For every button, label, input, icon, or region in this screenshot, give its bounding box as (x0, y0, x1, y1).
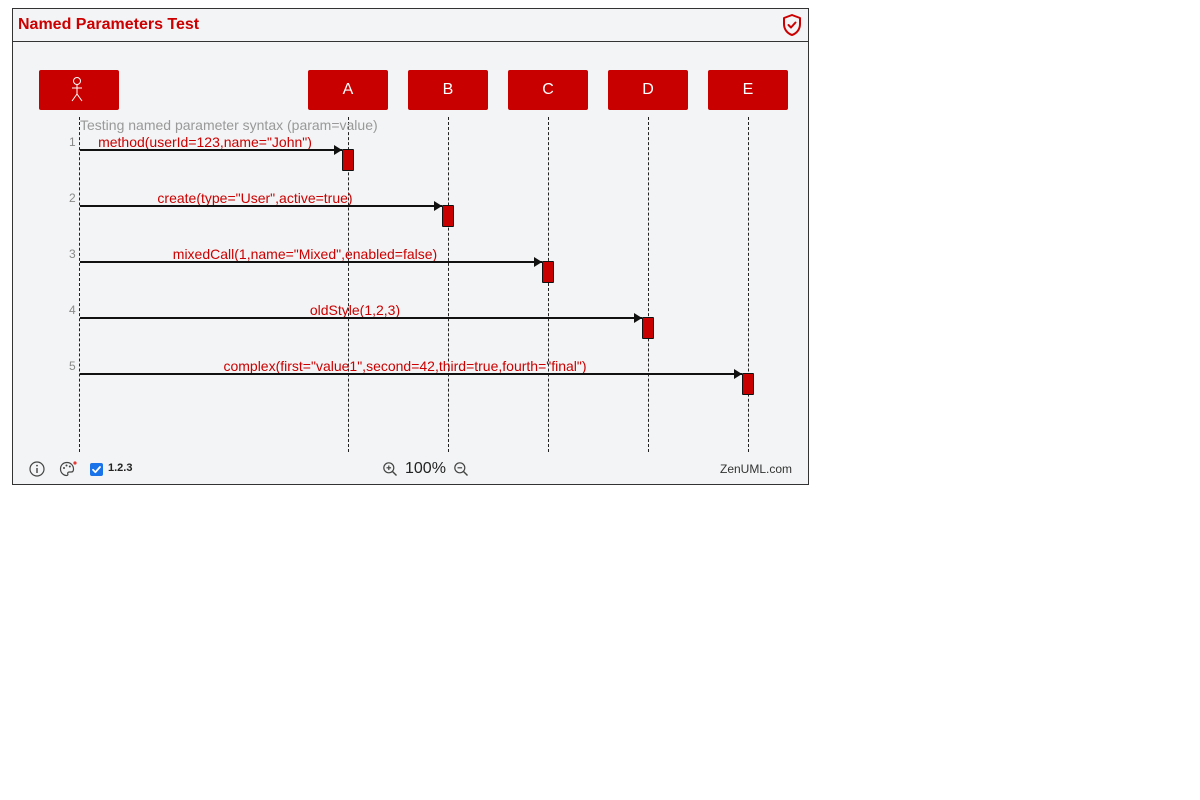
message-number: 1 (69, 135, 76, 149)
message-label[interactable]: method(userId=123,name="John") (98, 134, 312, 150)
message-arrow (80, 261, 542, 263)
message-label[interactable]: create(type="User",active=true) (157, 190, 353, 206)
diagram-frame: Named Parameters Test A B C D E (12, 8, 809, 485)
activation-bar (642, 317, 654, 339)
lifeline-b (448, 117, 449, 452)
participant-d[interactable]: D (608, 70, 688, 110)
zoom-level: 100% (405, 460, 446, 477)
toolbar-footer: 1.2.3 100% ZenUML.com (13, 452, 808, 484)
message-number: 5 (69, 359, 76, 373)
arrowhead-icon (634, 313, 642, 323)
participant-actor[interactable] (39, 70, 119, 110)
sequence-canvas: A B C D E Testing named parameter syntax… (13, 42, 808, 452)
message-label[interactable]: oldStyle(1,2,3) (309, 302, 401, 318)
shield-check-icon[interactable] (780, 13, 804, 37)
arrowhead-icon (534, 257, 542, 267)
message-arrow (80, 149, 342, 151)
lifeline-c (548, 117, 549, 452)
message-number: 3 (69, 247, 76, 261)
info-icon[interactable] (29, 461, 45, 477)
message-arrow (80, 317, 642, 319)
diagram-comment: Testing named parameter syntax (param=va… (80, 117, 378, 133)
arrowhead-icon (434, 201, 442, 211)
participant-a[interactable]: A (308, 70, 388, 110)
lifeline-d (648, 117, 649, 452)
activation-bar (542, 261, 554, 283)
message-arrow (80, 373, 742, 375)
diagram-title: Named Parameters Test (18, 16, 200, 33)
message-arrow (80, 205, 442, 207)
message-label[interactable]: mixedCall(1,name="Mixed",enabled=false) (172, 246, 438, 262)
brand-link[interactable]: ZenUML.com (720, 462, 793, 476)
message-number: 4 (69, 303, 76, 317)
zoom-in-icon[interactable] (382, 461, 398, 477)
lifeline-a (348, 117, 349, 452)
activation-bar (442, 205, 454, 227)
numbering-label[interactable]: 1.2.3 (108, 462, 133, 474)
lifeline-e (748, 117, 749, 452)
message-number: 2 (69, 191, 76, 205)
arrowhead-icon (334, 145, 342, 155)
activation-bar (342, 149, 354, 171)
title-bar: Named Parameters Test (13, 9, 808, 42)
numbering-checkbox[interactable] (90, 463, 103, 476)
message-label[interactable]: complex(first="value1",second=42,third=t… (223, 358, 587, 374)
participant-c[interactable]: C (508, 70, 588, 110)
activation-bar (742, 373, 754, 395)
lifeline-actor (79, 117, 80, 452)
arrowhead-icon (734, 369, 742, 379)
palette-icon[interactable] (59, 461, 77, 477)
participant-e[interactable]: E (708, 70, 788, 110)
checkmark-icon (92, 466, 101, 474)
stick-figure-icon (71, 77, 83, 102)
participant-b[interactable]: B (408, 70, 488, 110)
zoom-out-icon[interactable] (453, 461, 469, 477)
